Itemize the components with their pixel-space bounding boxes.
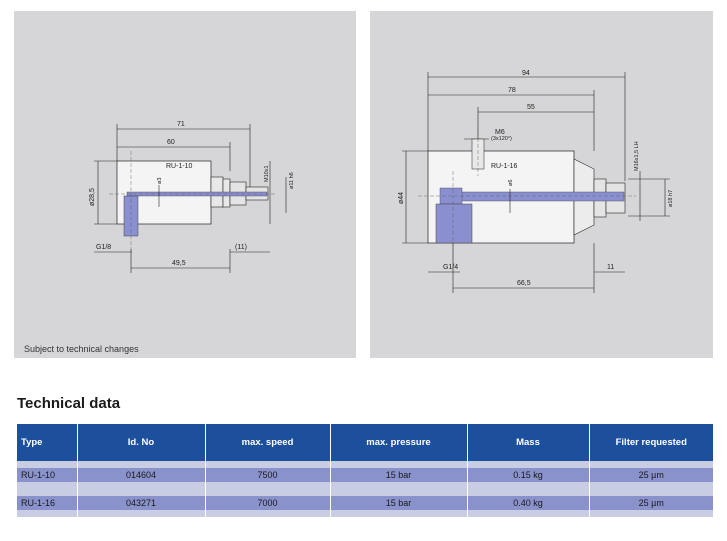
header-id-no: Id. No	[77, 424, 206, 461]
drawing-panel-ru-1-10: RU-1-10 71 60 49,5 (11) G1/8 ø28,5 ø3 M1…	[14, 11, 356, 358]
dim-m6-depth: (3x120°)	[491, 136, 512, 142]
header-filter: Filter requested	[589, 424, 713, 461]
dim-dia-bore: ø3	[157, 178, 163, 184]
dim-body: 60	[167, 139, 175, 146]
cell-mass: 0.40 kg	[467, 496, 590, 510]
dim-dia-44: ø44	[398, 192, 405, 204]
cell-type: RU-1-16	[17, 496, 78, 510]
cell-mass: 0.15 kg	[467, 468, 590, 482]
header-max-speed: max. speed	[205, 424, 331, 461]
dim-11: 11	[607, 264, 614, 271]
dim-m6: M6	[495, 129, 505, 136]
table-spacer	[17, 461, 713, 468]
table-header-row: Type Id. No max. speed max. pressure Mas…	[17, 424, 713, 461]
dim-dia-body: ø28,5	[89, 188, 96, 206]
cell-max-speed: 7500	[205, 468, 331, 482]
cell-max-pressure: 15 bar	[330, 468, 468, 482]
ru-1-16-technical-drawing: RU-1-16 94 78 55 66,5 11 G1/4 M6 (3x120°…	[398, 70, 674, 293]
ru-1-10-model-label: RU-1-10	[166, 163, 193, 170]
dim-55: 55	[527, 104, 535, 111]
dim-offset: 49,5	[172, 260, 186, 267]
cell-id-no: 014604	[77, 468, 206, 482]
cell-filter: 25 µm	[589, 496, 713, 510]
table-spacer	[17, 482, 713, 496]
header-type: Type	[17, 424, 78, 461]
ru-1-10-technical-drawing: RU-1-10 71 60 49,5 (11) G1/8 ø28,5 ø3 M1…	[89, 121, 295, 273]
dim-66-5: 66,5	[517, 280, 531, 287]
ru-1-16-model-label: RU-1-16	[491, 163, 518, 170]
cell-max-speed: 7000	[205, 496, 331, 510]
dim-right-gap: (11)	[235, 244, 247, 251]
dim-thread: M10x1	[264, 165, 270, 182]
header-mass: Mass	[467, 424, 590, 461]
cell-max-pressure: 15 bar	[330, 496, 468, 510]
technical-data-title: Technical data	[17, 395, 121, 412]
dim-dia-tip: ø11 h6	[289, 172, 295, 189]
drawing-panel-ru-1-16: RU-1-16 94 78 55 66,5 11 G1/4 M6 (3x120°…	[370, 11, 713, 358]
technical-data-table: Type Id. No max. speed max. pressure Mas…	[17, 424, 713, 517]
technical-changes-note: Subject to technical changes	[24, 344, 139, 354]
dim-thread-m16: M16x1,5 LH	[634, 141, 640, 171]
dim-overall: 71	[177, 121, 185, 128]
cell-id-no: 043271	[77, 496, 206, 510]
cell-type: RU-1-10	[17, 468, 78, 482]
dim-94: 94	[522, 70, 530, 77]
table-row: RU-1-16 043271 7000 15 bar 0.40 kg 25 µm	[17, 496, 713, 510]
header-max-pressure: max. pressure	[330, 424, 468, 461]
dim-port: G1/8	[96, 244, 111, 251]
dim-78: 78	[508, 87, 516, 94]
dim-dia-6: ø6	[508, 180, 514, 186]
dim-port-g1-4: G1/4	[443, 264, 458, 271]
table-row: RU-1-10 014604 7500 15 bar 0.15 kg 25 µm	[17, 468, 713, 482]
dim-dia-18: ø18 h7	[668, 190, 674, 207]
table-spacer	[17, 510, 713, 517]
cell-filter: 25 µm	[589, 468, 713, 482]
